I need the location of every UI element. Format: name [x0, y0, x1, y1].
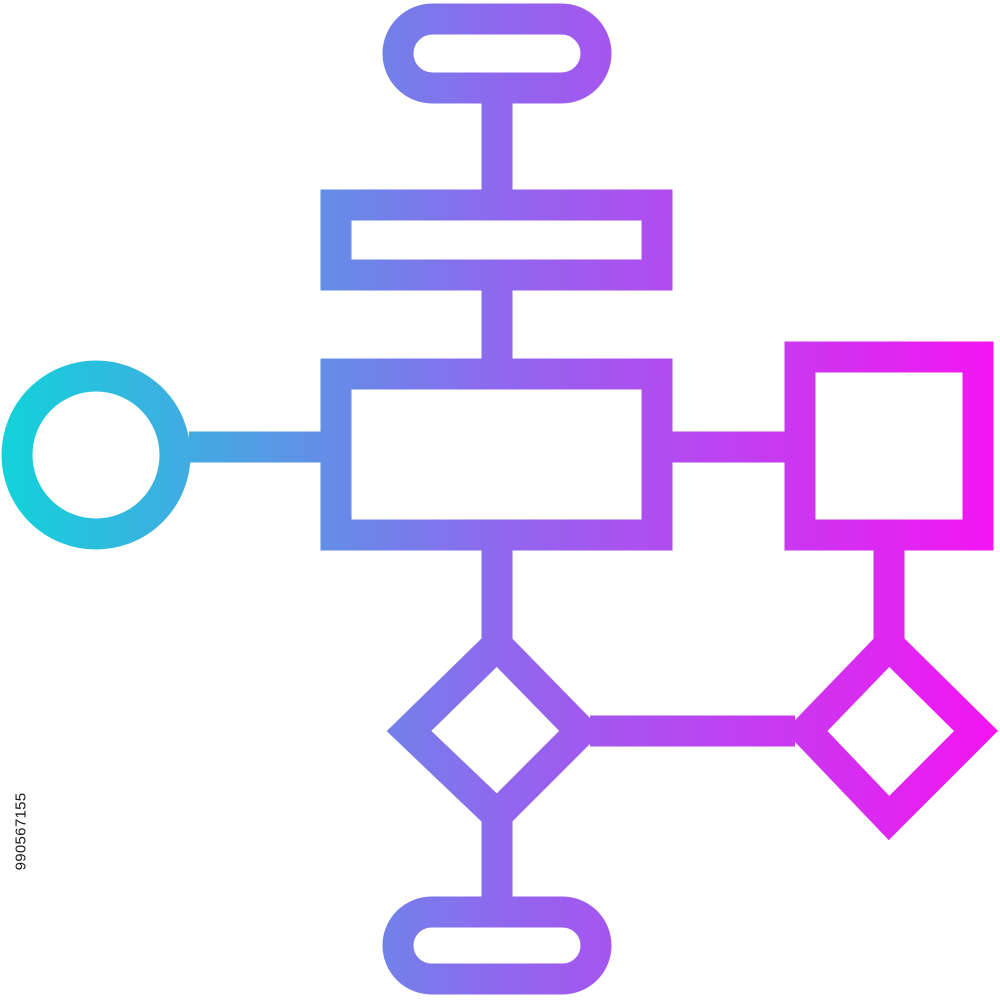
main-process-box	[320, 358, 673, 551]
stock-id-text: 990567155	[12, 792, 30, 870]
top-process-box	[320, 189, 673, 291]
top-terminal-shape	[382, 3, 612, 104]
right-decision-diamond	[784, 622, 998, 841]
start-circle-node	[1, 360, 191, 550]
left-decision-diamond	[386, 623, 603, 837]
stock-id-label: 990567155	[8, 762, 34, 900]
bottom-terminal-shape	[382, 896, 612, 995]
right-square-box	[784, 341, 994, 551]
